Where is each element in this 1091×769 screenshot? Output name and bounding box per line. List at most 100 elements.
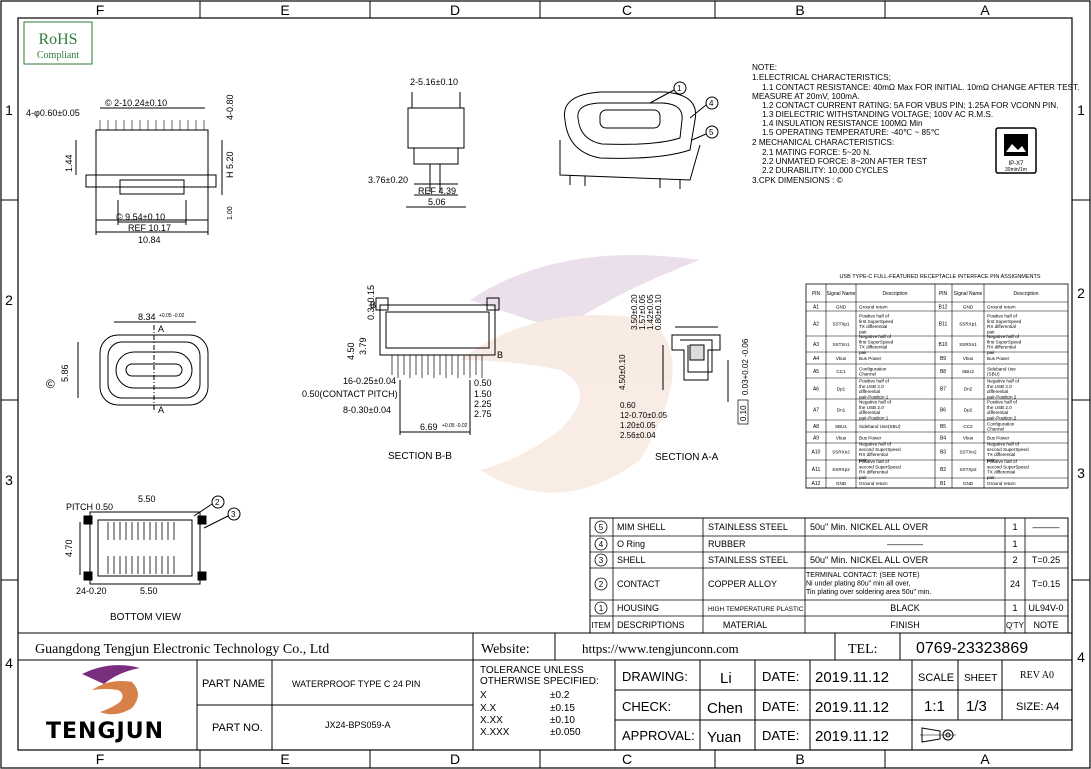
part-no-value: JX24-BPS059-A xyxy=(325,720,391,730)
zone-col-b-bottom: B xyxy=(795,751,804,767)
dim-16-pins: 16-0.25±0.04 xyxy=(343,376,396,386)
pin-description: Positive half of xyxy=(859,314,890,319)
pin-description: RX differential xyxy=(987,324,1016,329)
pin-description: pair-Position 2 xyxy=(987,394,1017,399)
signal-name: SSRXp1 xyxy=(959,322,977,327)
dim-5-50-bottom: 5.50 xyxy=(140,586,158,596)
pin-description: Bus Power xyxy=(987,356,1010,361)
pin-description: Negative half of xyxy=(859,442,892,447)
bottom-view-dims: PITCH 0.50 5.50 4.70 24-0.20 5.50 BOTTOM… xyxy=(64,494,236,623)
pin-table-header: Description xyxy=(1013,291,1038,297)
dim-0-03: 0.03+0.02 -0.06 xyxy=(741,338,750,395)
pin-number: B9 xyxy=(940,356,946,362)
dim-flatness: 0.10 xyxy=(739,405,748,421)
dim-2-10-24: © 2-10.24±0.10 xyxy=(105,98,167,108)
zone-labels: F E D C B A F E D C B A 1 2 3 4 1 2 3 4 xyxy=(5,2,1085,767)
side-view xyxy=(406,92,466,208)
dim-2-56: 2.56±0.04 xyxy=(620,431,656,440)
check-label: CHECK: xyxy=(622,699,671,714)
bom-header-note: NOTE xyxy=(1033,620,1058,630)
date-label-3: DATE: xyxy=(762,728,799,743)
pin-number: A1 xyxy=(813,305,819,311)
tengjun-logo: TENGJUN xyxy=(46,665,163,744)
section-bb-title: SECTION B-B xyxy=(388,451,452,462)
svg-text:3: 3 xyxy=(231,510,236,519)
zone-col-e: E xyxy=(280,2,289,18)
pin-table-title: USB TYPE-C FULL-FEATURED RECEPTACLE INTE… xyxy=(839,274,1040,280)
bottom-view-title: BOTTOM VIEW xyxy=(110,612,181,623)
bom-item-number: 1 xyxy=(599,604,604,613)
zone-col-d: D xyxy=(450,2,460,18)
title-block-text: Guangdong Tengjun Electronic Technology … xyxy=(35,640,1059,746)
title-block xyxy=(18,632,1072,750)
ip-badge-line1: IP-X7 xyxy=(1008,161,1024,167)
iso-callouts: 145 xyxy=(677,84,714,137)
section-aa xyxy=(662,326,729,402)
pin-description: Ground return xyxy=(987,481,1016,486)
signal-name: CC2 xyxy=(963,424,973,429)
section-b-mark-right: B xyxy=(497,350,503,360)
dim-2-75: 2.75 xyxy=(474,409,492,419)
pin-description: RX differential xyxy=(987,345,1016,350)
pin-description: Bus Power xyxy=(859,356,882,361)
date-label-1: DATE: xyxy=(762,669,799,684)
signal-name: Vbus xyxy=(963,436,974,441)
pin-number: A4 xyxy=(813,356,819,362)
section-bb-dims: 0.3±0.15 4.50 3.79 16-0.25±0.04 0.50(CON… xyxy=(302,285,503,462)
date-3: 2019.11.12 xyxy=(815,728,889,745)
signal-name: Vbus xyxy=(836,436,847,441)
approval-by: Yuan xyxy=(707,729,741,746)
scale-value: 1:1 xyxy=(924,698,945,715)
sheet-label: SHEET xyxy=(964,673,997,684)
pin-description: Ground return xyxy=(859,481,888,486)
bom-finish: 50u" Min. NICKEL ALL OVER xyxy=(810,555,929,565)
dim-0-80: 0.80±0.10 xyxy=(654,294,663,330)
pin-description: differential xyxy=(859,410,880,415)
bom-finish: Tin plating over soldering area 50u" min… xyxy=(806,589,931,596)
signal-name: Dn2 xyxy=(964,387,973,392)
pin-number: B11 xyxy=(939,322,948,328)
drawing-by: Li xyxy=(720,670,732,687)
ip-badge-line2: 30min/1m xyxy=(1005,167,1027,173)
bom-note: UL94V-0 xyxy=(1028,603,1063,613)
drawing-label: DRAWING: xyxy=(622,669,688,684)
pin-number: A8 xyxy=(813,424,819,430)
bom-qty: 1 xyxy=(1012,522,1017,532)
section-b-mark-left: B xyxy=(370,300,376,310)
pin-description: first SuperSpeed xyxy=(987,339,1022,344)
pin-number: A9 xyxy=(813,436,819,442)
pin-description: the USB 2.0 xyxy=(987,405,1012,410)
dim-3-79: 3.79 xyxy=(358,337,368,355)
inner-frame xyxy=(17,17,1073,751)
zone-col-c-bottom: C xyxy=(622,751,632,767)
signal-name: SSTXn1 xyxy=(832,342,850,347)
zone-col-e-bottom: E xyxy=(280,751,289,767)
signal-name: Vbus xyxy=(963,356,974,361)
tol-xxx: X.XX xyxy=(480,715,503,726)
pin-description: first SuperSpeed xyxy=(859,339,894,344)
watermark-logo xyxy=(460,255,700,493)
pin-description: Positive half of xyxy=(859,379,890,384)
top-view xyxy=(75,107,223,235)
bom-qty: 1 xyxy=(1012,539,1017,549)
pin-number: B8 xyxy=(940,369,946,375)
pin-description: (SBU) xyxy=(987,372,1000,377)
dim-3-76: 3.76±0.20 xyxy=(368,175,408,185)
tol-xxxx: X.XXX xyxy=(480,727,510,738)
dim-5-16: 2-5.16±0.10 xyxy=(410,77,458,87)
dim-1-50: 1.50 xyxy=(474,389,492,399)
dim-ref-10-17: REF 10.17 xyxy=(128,223,171,233)
pin-number: B2 xyxy=(940,467,946,473)
note-line-4: 1.2 CONTACT CURRENT RATING: 5A FOR VBUS … xyxy=(762,101,1058,110)
note-line-7: 1.5 OPERATING TEMPERATURE: -40℃ ~ 85℃ xyxy=(762,128,940,137)
zone-col-f-bottom: F xyxy=(96,751,105,767)
pin-description: second SuperSpeed xyxy=(859,447,901,452)
approval-label: APPROVAL: xyxy=(622,728,695,743)
bom-qty: 24 xyxy=(1010,579,1020,589)
pin-description: pair xyxy=(987,350,995,355)
dim-pitch: PITCH 0.50 xyxy=(66,502,113,512)
signal-name: GND xyxy=(836,481,847,486)
